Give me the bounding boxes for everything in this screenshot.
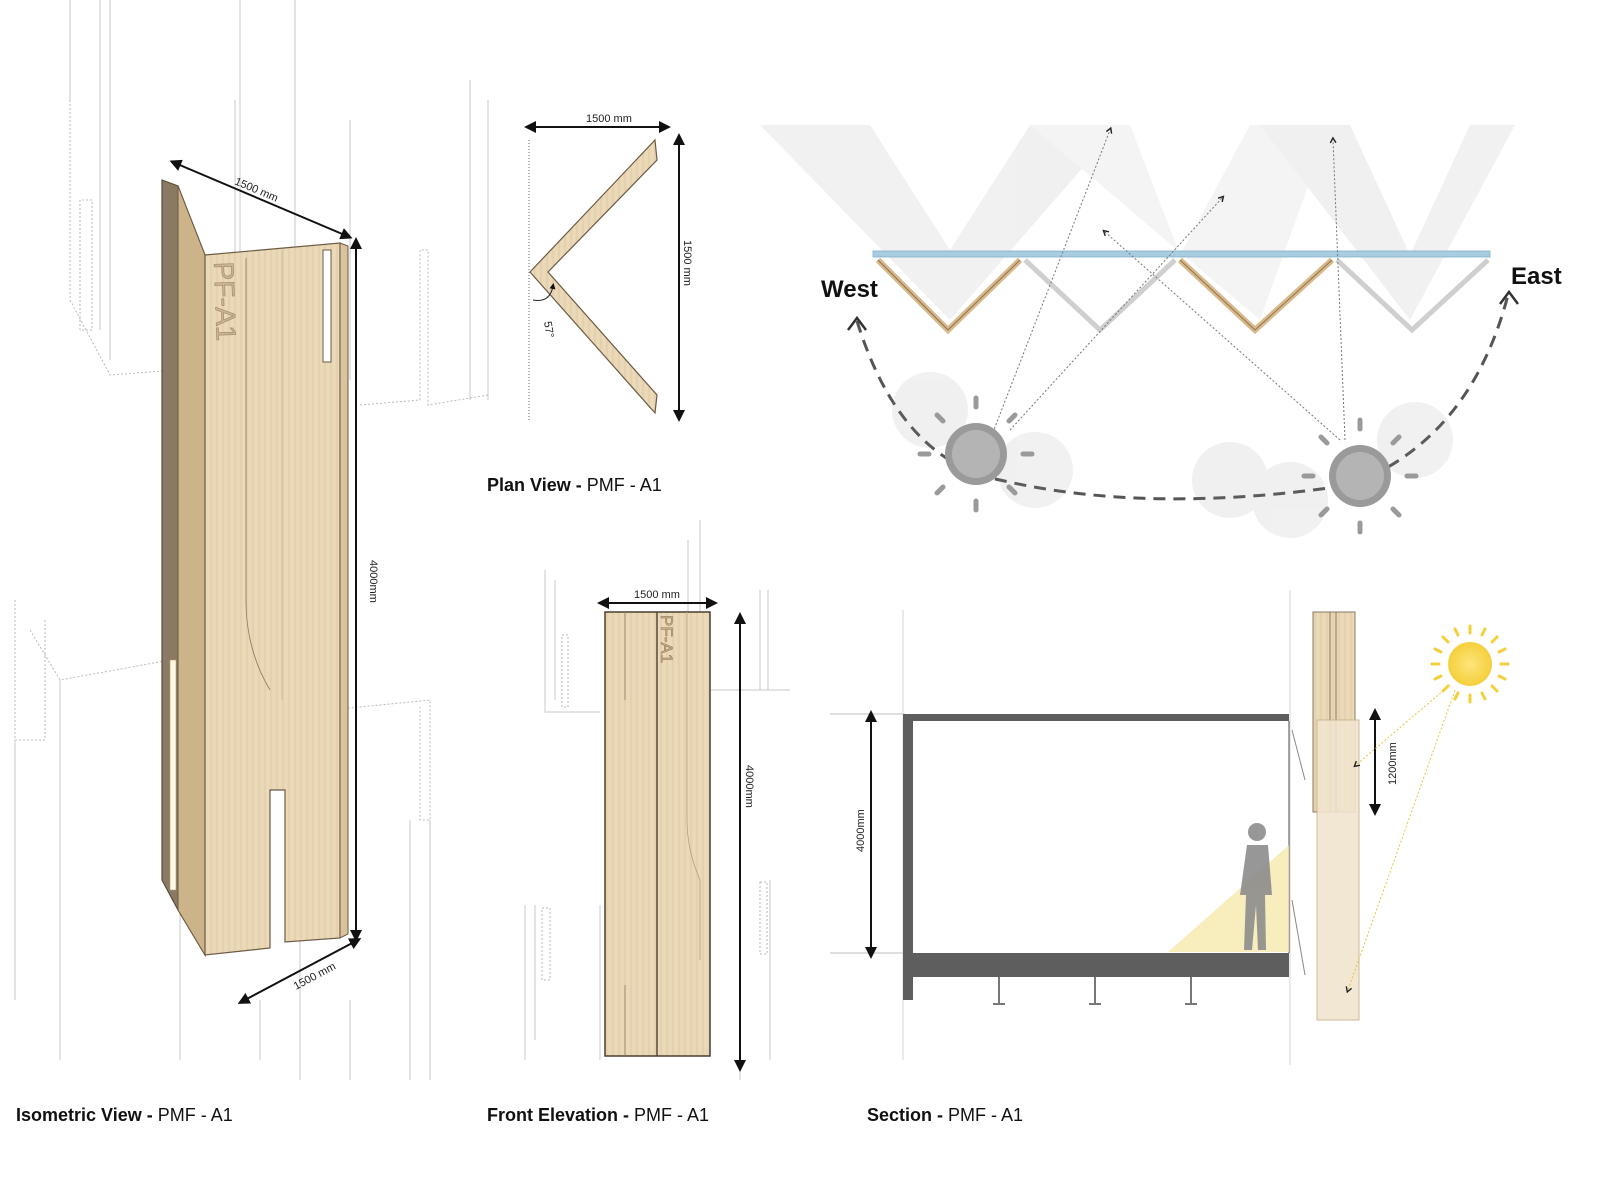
section-view: 4000mm 1200mm (830, 590, 1510, 1065)
isometric-caption-sub: PMF - A1 (157, 1105, 233, 1125)
plan-angle-arc (532, 283, 556, 301)
isometric-panel (161, 179, 349, 958)
plan-view: 1500 mm 1500 mm 57° (524, 113, 693, 422)
east-label: East (1511, 263, 1562, 290)
isometric-caption: Isometric View - PMF - A1 (16, 1105, 233, 1126)
front-caption-title: Front Elevation - (487, 1105, 630, 1125)
fin-panel-wood-1-edge (877, 259, 1021, 331)
sun-ray-lower (1348, 689, 1456, 990)
floor-supports (993, 977, 1197, 1005)
front-elevation: PF-A1 1500 mm 4000mm (524, 520, 790, 1080)
person-silhouette-icon (1240, 823, 1272, 950)
isometric-panel-label: PF-A1 (208, 261, 242, 341)
section-panel-label: 1200mm (1387, 742, 1399, 785)
plan-width-label: 1500 mm (586, 113, 632, 125)
west-arrowhead (847, 315, 867, 331)
fin-panel-ghost-2 (1335, 258, 1490, 334)
sun-east-icon (1301, 417, 1419, 535)
isometric-caption-title: Isometric View - (16, 1105, 153, 1125)
section-fin-lower (1316, 719, 1360, 1021)
front-height-label: 4000mm (743, 765, 755, 808)
plan-depth-label: 1500 mm (681, 240, 693, 286)
isometric-width-bottom-label: 1500 mm (292, 961, 338, 993)
rear-wall (903, 714, 913, 1000)
sun-west-icon (917, 395, 1035, 513)
plan-caption-sub: PMF - A1 (586, 475, 662, 495)
section-caption: Section - PMF - A1 (867, 1105, 1023, 1126)
front-width-label: 1500 mm (634, 589, 680, 601)
sun-yellow-icon (1430, 624, 1510, 704)
isometric-height-label: 4000mm (367, 560, 379, 603)
plan-v-panel (529, 138, 658, 415)
sun-ray-upper (1356, 684, 1451, 765)
light-wedge (1168, 845, 1289, 952)
roof-slab (903, 714, 1289, 721)
floor-slab (903, 953, 1289, 977)
sun-path-diagram: West East (760, 125, 1562, 538)
isometric-view: PF-A1 1500 mm 4000mm 1500 mm (14, 0, 489, 1080)
east-arrowhead (1499, 289, 1519, 305)
isometric-width-top-dimension (169, 159, 353, 240)
isometric-width-bottom-dimension (237, 938, 362, 1004)
section-height-label: 4000mm (855, 809, 867, 852)
section-caption-sub: PMF - A1 (948, 1105, 1024, 1125)
fin-panel-wood-2-edge (1179, 259, 1333, 331)
plan-caption-title: Plan View - (487, 475, 582, 495)
light-ray-lines (989, 130, 1346, 441)
front-panel-label: PF-A1 (657, 615, 676, 663)
faded-suns (892, 372, 1453, 538)
front-caption: Front Elevation - PMF - A1 (487, 1105, 709, 1126)
front-caption-sub: PMF - A1 (634, 1105, 710, 1125)
west-label: West (821, 276, 878, 303)
section-caption-title: Section - (867, 1105, 944, 1125)
reflection-fans (760, 125, 1515, 320)
plan-caption: Plan View - PMF - A1 (487, 475, 662, 496)
glass-facade-line (872, 250, 1491, 258)
plan-angle-label: 57° (541, 320, 556, 338)
fin-panel-ghost-1 (1023, 258, 1177, 334)
